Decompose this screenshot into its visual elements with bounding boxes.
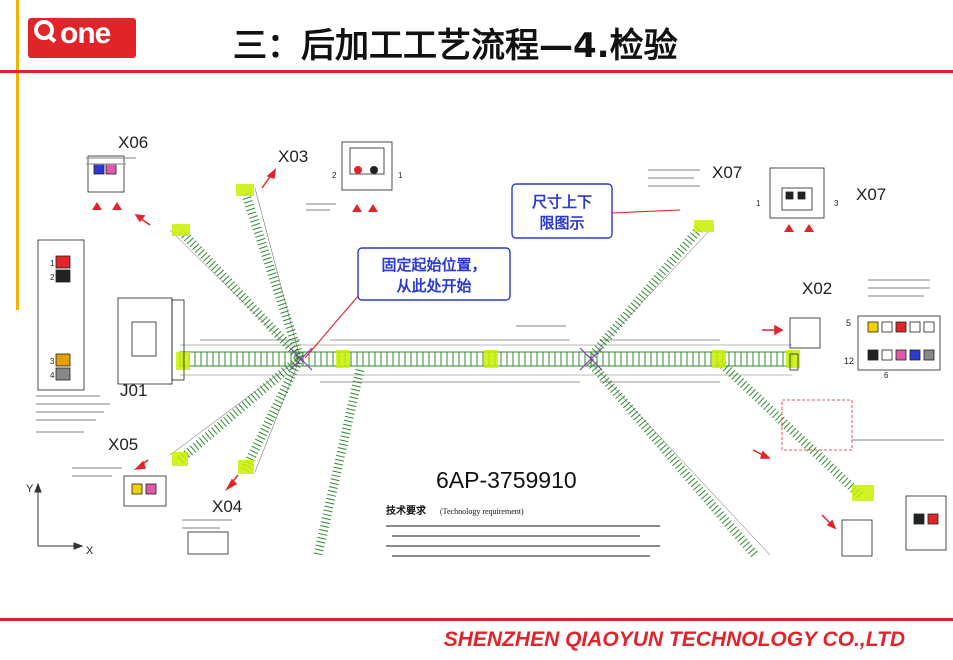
pin-12-x02: 12 xyxy=(844,356,854,366)
pin-3-x07: 3 xyxy=(834,199,839,208)
tape-highlights xyxy=(172,184,874,501)
connector-x07-drawing xyxy=(769,167,825,232)
logo-q-mark xyxy=(34,20,54,40)
harness-diagram: X06 X03 2 1 X07 X07 1 3 X02 xyxy=(26,133,947,558)
connector-j01-drawing xyxy=(37,239,185,391)
accent-vertical-line xyxy=(16,0,19,310)
label-x07-top: X07 xyxy=(712,163,742,182)
red-arrows xyxy=(133,168,837,530)
label-x02: X02 xyxy=(802,279,832,298)
tech-req-subtitle: (Technology requirement) xyxy=(440,507,524,516)
junction-left xyxy=(289,347,313,371)
branch-outlines xyxy=(169,187,771,556)
inspection-region xyxy=(781,399,853,451)
footer-company: SHENZHEN QIAOYUN TECHNOLOGY CO.,LTD xyxy=(443,628,905,651)
callout-dimension-box: 尺寸上下 限图示 xyxy=(511,183,613,239)
part-number: 6AP-3759910 xyxy=(436,467,577,493)
pin-1-j01: 1 xyxy=(50,259,55,268)
callout-start-line2: 从此处开始 xyxy=(396,277,471,295)
header-divider xyxy=(0,70,953,73)
logo-text: one xyxy=(60,17,111,50)
branch-wires xyxy=(177,190,864,558)
label-x05: X05 xyxy=(108,435,138,454)
connector-right-bottom-drawing xyxy=(841,495,947,557)
axis-y-label: Y xyxy=(26,483,34,495)
pin-1-x03: 1 xyxy=(398,171,403,180)
axis-indicator xyxy=(34,482,84,550)
label-x04: X04 xyxy=(212,497,242,516)
callout-dimension-line1: 尺寸上下 xyxy=(532,193,592,211)
callout-dimension-line2: 限图示 xyxy=(539,214,584,232)
label-x07-right: X07 xyxy=(856,185,886,204)
pin-2-j01: 2 xyxy=(50,273,55,282)
footer-divider xyxy=(0,618,953,621)
junction-right xyxy=(579,347,603,371)
pin-6-x02: 6 xyxy=(884,371,889,380)
label-j01: J01 xyxy=(120,381,147,400)
axis-x-label: X xyxy=(86,545,94,557)
connector-x02-drawing xyxy=(789,315,941,371)
pin-2-x03: 2 xyxy=(332,171,337,180)
connector-x05-drawing xyxy=(123,475,167,507)
spec-text-lines xyxy=(36,157,944,529)
pin-4-j01: 4 xyxy=(50,371,55,380)
callout-start-box: 固定起始位置， 从此处开始 xyxy=(357,247,511,301)
dimension-lines xyxy=(200,339,720,383)
pin-3-j01: 3 xyxy=(50,357,55,366)
callout-leaders xyxy=(304,209,681,359)
callout-start-line1: 固定起始位置， xyxy=(381,256,486,274)
tech-req-lines xyxy=(386,525,660,557)
label-x03: X03 xyxy=(278,147,308,166)
pin-5-x02: 5 xyxy=(846,318,851,328)
connector-x04-drawing xyxy=(187,531,229,555)
pin-1-x07: 1 xyxy=(756,199,761,208)
page-title: 三：后加工工艺流程—4.检验 xyxy=(233,26,678,66)
label-x06: X06 xyxy=(118,133,148,152)
connector-x03-drawing xyxy=(341,141,393,212)
tech-req-title: 技术要求 xyxy=(386,504,427,517)
